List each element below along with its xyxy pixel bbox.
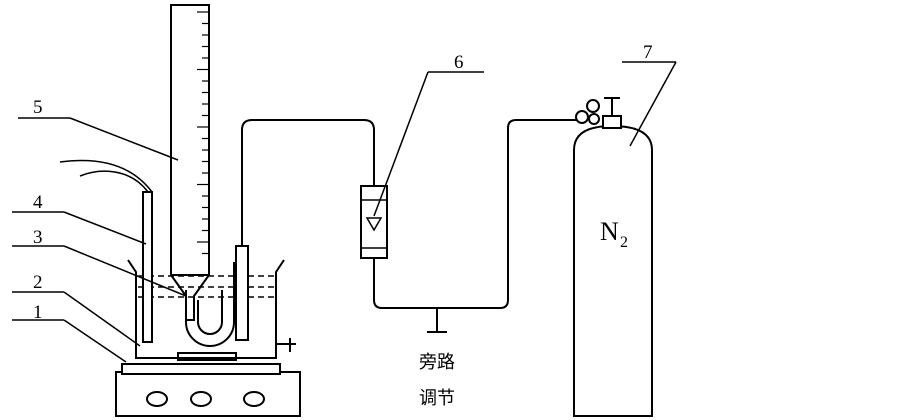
probe-cable — [79, 170, 149, 193]
leader-4 — [63, 211, 147, 245]
probe-cable-2 — [59, 159, 153, 193]
stir-bar — [177, 352, 237, 361]
flowmeter-float — [365, 217, 383, 232]
label-3: 3 — [33, 227, 43, 248]
label-4: 4 — [33, 192, 43, 213]
graduated-burette — [170, 4, 210, 321]
leader-3 — [63, 245, 187, 297]
gas-inlet-tube — [235, 245, 249, 341]
stirrer-top-plate — [121, 363, 281, 375]
bypass-label-line2: 调节 — [419, 388, 455, 409]
tube-to-flowmeter — [241, 119, 375, 246]
u-tube-outer — [185, 262, 235, 347]
probe-rod — [142, 191, 153, 343]
label-7: 7 — [643, 42, 653, 63]
bypass-label: 旁路 调节 — [419, 352, 455, 409]
label-6: 6 — [454, 52, 464, 73]
stirrer-knob-left — [146, 391, 168, 407]
flowmeter — [360, 185, 388, 259]
burette-tip — [170, 274, 210, 321]
leader-6 — [373, 71, 429, 217]
tube-from-flowmeter — [373, 119, 582, 309]
bypass-label-line1: 旁路 — [419, 352, 455, 373]
u-tube-inner — [197, 290, 223, 335]
gas-symbol: N — [600, 217, 619, 246]
u-tube — [185, 245, 249, 347]
stirrer-knob-right — [243, 391, 265, 407]
regulator-gauge-2 — [586, 99, 600, 113]
stirrer-knob-middle — [190, 391, 212, 407]
label-5: 5 — [33, 97, 43, 118]
regulator-gauge-3 — [588, 113, 600, 125]
number-labels: 1 2 3 4 5 6 7 — [33, 42, 653, 323]
cylinder-neck — [602, 115, 622, 129]
label-2: 2 — [33, 272, 43, 293]
leader-5 — [69, 117, 179, 161]
leader-lines — [12, 61, 677, 363]
regulator-gauge-1 — [575, 110, 589, 124]
leader-2 — [63, 291, 141, 347]
thermometer-probe — [59, 159, 153, 343]
stirrer-base — [115, 352, 301, 417]
gas-subscript: 2 — [620, 234, 628, 251]
nitrogen-cylinder: N 2 — [573, 97, 653, 417]
label-1: 1 — [33, 302, 43, 323]
burette-tube — [170, 4, 210, 276]
leader-1 — [63, 319, 127, 363]
gas-line — [241, 119, 582, 333]
beaker — [127, 259, 296, 359]
leader-7 — [629, 61, 677, 147]
burette-scale — [197, 11, 209, 255]
flowmeter-body — [360, 185, 388, 259]
cylinder-body — [573, 124, 653, 417]
